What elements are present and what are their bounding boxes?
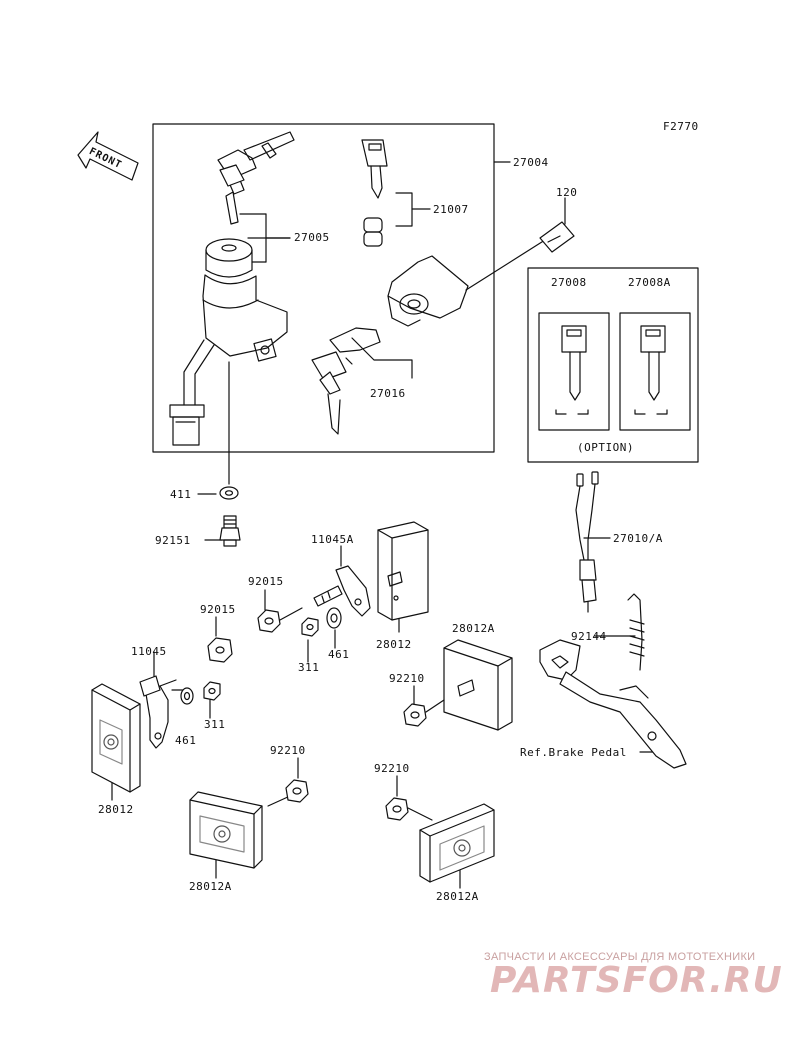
washer-411 xyxy=(219,486,239,500)
nut-92210-lower-center xyxy=(285,779,309,803)
reflector-28012A-lower-center xyxy=(189,791,263,869)
part-number-27016: 27016 xyxy=(370,387,406,400)
watermark-logo: PARTSFOR.RU xyxy=(490,960,783,1001)
part-number-92015-upper: 92015 xyxy=(248,575,284,588)
part-number-28012A-middle: 28012A xyxy=(452,622,495,635)
part-number-27008: 27008 xyxy=(551,276,587,289)
nut-92210-lower-right xyxy=(385,797,409,821)
brake-pedal-drawing xyxy=(539,639,687,769)
key-21007 xyxy=(361,139,388,247)
part-number-92210-lower-right: 92210 xyxy=(374,762,410,775)
part-number-92210-middle: 92210 xyxy=(389,672,425,685)
bracket-11045 xyxy=(139,675,177,749)
figure-code: F2770 xyxy=(663,120,699,133)
part-number-28012-lower: 28012 xyxy=(98,803,134,816)
part-number-28012A-lower-center: 28012A xyxy=(189,880,232,893)
reflector-28012-upper xyxy=(377,521,429,621)
part-number-92210-lower-center: 92210 xyxy=(270,744,306,757)
part-number-21007: 21007 xyxy=(433,203,469,216)
part-number-27010A: 27010/A xyxy=(613,532,663,545)
part-number-411: 411 xyxy=(170,488,192,501)
part-number-11045A: 11045A xyxy=(311,533,354,546)
keys-set-b xyxy=(311,327,381,435)
part-number-461-lower: 461 xyxy=(175,734,197,747)
part-number-11045: 11045 xyxy=(131,645,167,658)
part-number-27008A: 27008A xyxy=(628,276,671,289)
option-keys xyxy=(555,325,668,415)
part-number-92144: 92144 xyxy=(571,630,607,643)
spring-92144 xyxy=(627,593,645,671)
ignition-set-box xyxy=(152,123,495,453)
part-number-27004: 27004 xyxy=(513,156,549,169)
option-label: (OPTION) xyxy=(577,441,634,454)
part-number-461-upper: 461 xyxy=(328,648,350,661)
reflector-28012-lower xyxy=(91,683,141,793)
nut-92210-middle xyxy=(403,699,445,727)
washers-upper xyxy=(301,607,342,637)
part-number-92151: 92151 xyxy=(155,534,191,547)
washers-lower xyxy=(180,681,221,705)
watermark-tagline: ЗАПЧАСТИ И АКСЕССУАРЫ ДЛЯ МОТОТЕХНИКИ xyxy=(484,951,756,963)
bracket-11045A xyxy=(313,565,371,617)
brake-switch-27010 xyxy=(575,471,599,613)
front-arrow-icon xyxy=(77,131,139,181)
screw-92151 xyxy=(219,515,241,547)
ref-brake-pedal-label: Ref.Brake Pedal xyxy=(520,746,627,759)
ignition-switch-drawing xyxy=(169,238,288,446)
part-number-92015-lower: 92015 xyxy=(200,603,236,616)
seat-lock-drawing xyxy=(387,221,575,327)
part-number-28012-upper: 28012 xyxy=(376,638,412,651)
keys-set-a xyxy=(217,131,295,225)
part-number-311-lower: 311 xyxy=(204,718,226,731)
part-number-120: 120 xyxy=(556,186,578,199)
reflector-28012A-middle xyxy=(443,639,513,731)
reflector-28012A-lower-right xyxy=(419,803,495,883)
nut-92015-upper xyxy=(257,607,303,633)
nut-92015-lower xyxy=(207,637,233,663)
part-number-28012A-lower-right: 28012A xyxy=(436,890,479,903)
part-number-311-upper: 311 xyxy=(298,661,320,674)
option-key-box xyxy=(527,267,699,463)
part-number-27005: 27005 xyxy=(294,231,330,244)
leader-lines xyxy=(111,161,666,889)
